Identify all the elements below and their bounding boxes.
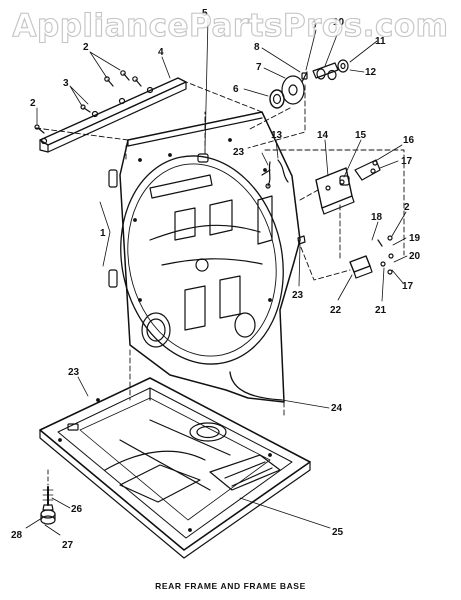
callout-8: 8 [254,42,260,53]
callout-20: 20 [409,251,421,262]
callout-12: 12 [365,67,377,78]
rear-frame-panel [119,111,301,403]
plug-5 [197,153,209,163]
callout-27: 27 [62,540,74,551]
callout-2c: 2 [404,202,410,213]
callout-19: 19 [409,233,421,244]
frame-base [39,377,311,559]
callout-2b: 2 [83,42,89,53]
callout-21: 21 [375,305,387,316]
callout-25: 25 [332,527,344,538]
callout-23c: 23 [68,367,80,378]
callout-2a: 2 [30,98,36,109]
callout-13: 13 [271,130,283,141]
side-clips [108,169,118,288]
callout-22: 22 [330,305,342,316]
callout-24: 24 [331,403,343,414]
callout-6: 6 [233,84,239,95]
terminal-block [297,235,394,279]
callout-11: 11 [375,36,386,47]
assembly-dashed-lines [35,81,405,419]
callout-4: 4 [158,47,164,58]
bracket-screws [34,70,142,134]
leveling-leg [40,469,56,525]
callout-14: 14 [317,130,329,141]
callout-17a: 17 [401,156,413,167]
callout-9: 9 [311,20,317,31]
callout-17b: 17 [402,281,414,292]
callout-16: 16 [403,135,415,146]
callout-5: 5 [202,8,208,19]
wire-harness-13 [261,159,289,189]
idler-assembly [269,59,349,109]
callout-15: 15 [355,130,367,141]
callout-28: 28 [11,530,23,541]
callout-7: 7 [256,62,262,73]
top-rear-bracket [39,77,187,153]
switch-bracket [315,159,381,215]
diagram-caption: REAR FRAME AND FRAME BASE [155,581,306,591]
callout-26: 26 [71,504,83,515]
callout-3: 3 [63,78,69,89]
callout-1: 1 [100,228,106,239]
callout-labels: 1 2 2 2 3 4 5 6 7 8 9 10 11 12 13 14 15 … [11,8,421,551]
callout-18: 18 [371,212,383,223]
callout-23b: 23 [292,290,304,301]
leader-lines [25,17,408,536]
callout-23a: 23 [233,147,245,158]
callout-10: 10 [333,17,345,28]
